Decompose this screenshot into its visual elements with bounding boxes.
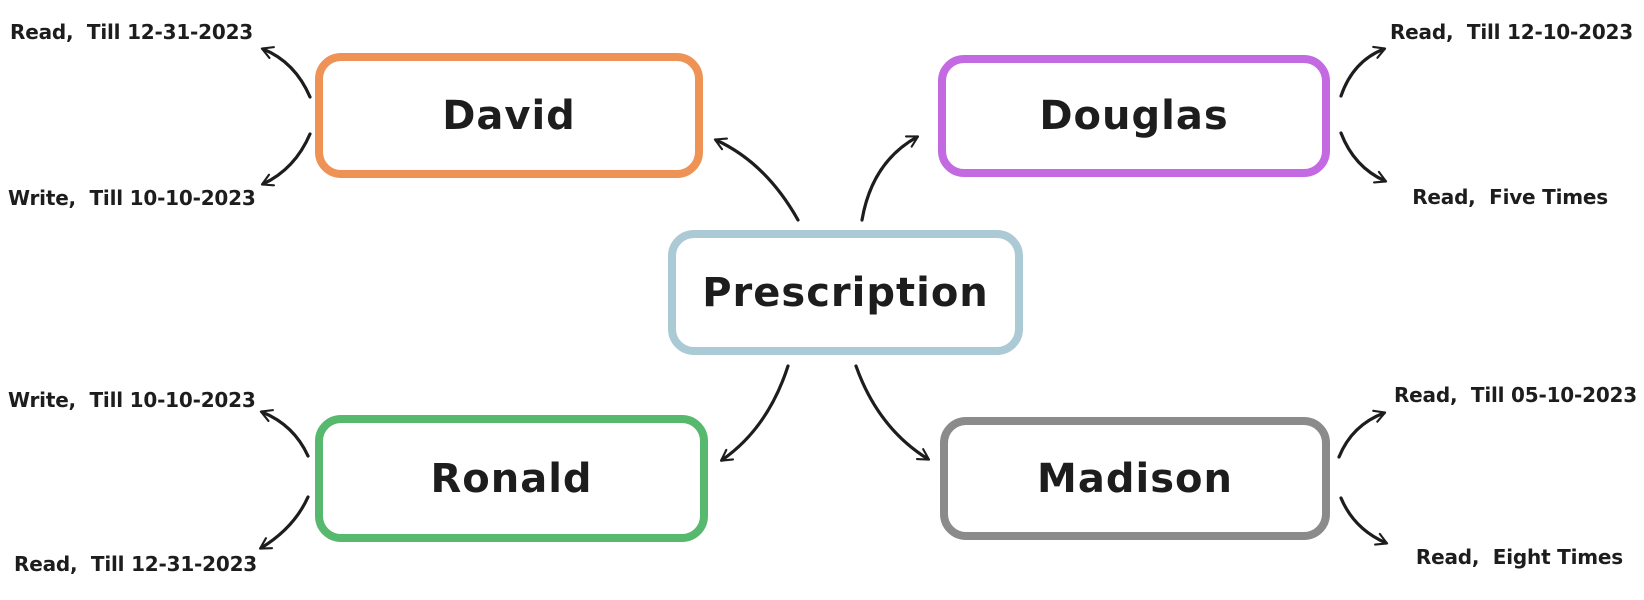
node-david-label: David — [442, 92, 576, 139]
arrow-madison-to-permission-0 — [1337, 409, 1387, 459]
permission-label-david-1: Write, Till 10-10-2023 — [8, 186, 256, 210]
node-prescription-label: Prescription — [702, 269, 989, 316]
arrow-ronald-to-permission-0 — [259, 409, 310, 458]
permission-label-madison-1: Read, Eight Times — [1415, 545, 1623, 569]
arrow-prescription-to-ronald — [719, 364, 790, 462]
permission-label-david-0: Read, Till 12-31-2023 — [10, 20, 254, 44]
node-ronald-label: Ronald — [430, 455, 593, 502]
permission-label-ronald-1: Read, Till 12-31-2023 — [14, 552, 258, 576]
node-madison-label: Madison — [1037, 455, 1233, 502]
arrow-prescription-to-david — [713, 137, 800, 222]
node-ronald: Ronald — [315, 415, 708, 542]
permission-label-douglas-0: Read, Till 12-10-2023 — [1389, 20, 1633, 44]
node-douglas: Douglas — [938, 55, 1330, 177]
arrow-douglas-to-permission-1 — [1339, 131, 1388, 184]
node-madison: Madison — [940, 417, 1330, 540]
permission-label-ronald-0: Write, Till 10-10-2023 — [8, 388, 256, 412]
arrow-douglas-to-permission-0 — [1339, 45, 1387, 98]
permission-label-madison-0: Read, Till 05-10-2023 — [1393, 383, 1637, 407]
arrow-prescription-to-douglas — [860, 135, 920, 222]
node-prescription: Prescription — [668, 230, 1023, 355]
arrow-prescription-to-madison — [854, 364, 931, 461]
arrow-david-to-permission-0 — [260, 46, 312, 99]
arrow-david-to-permission-1 — [260, 132, 312, 187]
node-david: David — [315, 53, 703, 178]
arrow-madison-to-permission-1 — [1339, 496, 1389, 546]
node-douglas-label: Douglas — [1039, 93, 1229, 139]
arrow-ronald-to-permission-1 — [258, 495, 310, 550]
permission-label-douglas-1: Read, Five Times — [1412, 185, 1608, 209]
